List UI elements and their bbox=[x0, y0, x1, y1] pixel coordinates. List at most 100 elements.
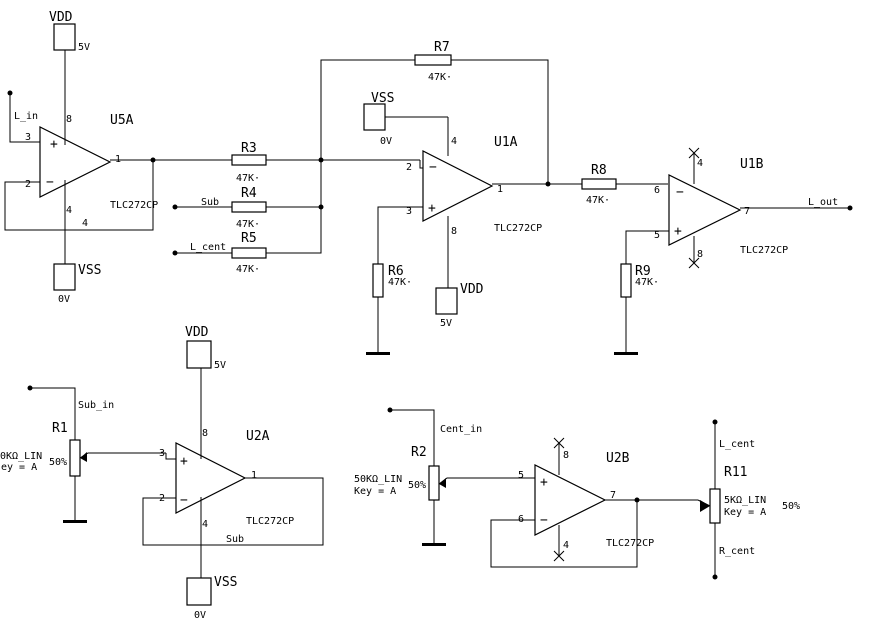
u1a-model: TLC272CP bbox=[494, 223, 542, 234]
u1a-vdd-supply[interactable] bbox=[435, 287, 458, 315]
sub-in-label: Sub_in bbox=[78, 400, 114, 411]
r6-value: 47K· bbox=[388, 277, 412, 288]
u2b-plus: + bbox=[540, 475, 548, 490]
u1a-label: U1A bbox=[494, 135, 518, 150]
vdd-label: VDD bbox=[49, 10, 73, 25]
u5a-label: U5A bbox=[110, 113, 134, 128]
u2a-vss-supply[interactable] bbox=[186, 577, 212, 606]
vdd-label: VDD bbox=[460, 282, 484, 297]
vss-value: 0V bbox=[380, 136, 392, 147]
u1a-pin1: 1 bbox=[497, 184, 503, 195]
no-connect-icon bbox=[688, 147, 700, 159]
u1a-pin8: 8 bbox=[451, 226, 457, 237]
u1b-label: U1B bbox=[740, 157, 764, 172]
cent-in-label: Cent_in bbox=[440, 424, 482, 435]
r9-label: R9 bbox=[635, 264, 651, 279]
r-cent-terminal[interactable] bbox=[712, 574, 718, 580]
u2a-plus: + bbox=[180, 454, 188, 469]
vdd-value: 5V bbox=[440, 318, 452, 329]
vss-label: VSS bbox=[214, 575, 237, 590]
r1-potentiometer[interactable] bbox=[69, 439, 81, 477]
no-connect-icon bbox=[553, 550, 565, 562]
u2a-label: U2A bbox=[246, 429, 270, 444]
vdd-value: 5V bbox=[214, 360, 226, 371]
r2-percent: 50% bbox=[408, 480, 426, 491]
r11-value: 5KΩ_LIN bbox=[724, 495, 766, 506]
u1a-pin4: 4 bbox=[451, 136, 457, 147]
l-out-terminal[interactable] bbox=[847, 205, 853, 211]
vdd-label: VDD bbox=[185, 325, 209, 340]
vss-label: VSS bbox=[78, 263, 101, 278]
u1a-opamp[interactable]: − + U1A TLC272CP 2 3 1 4 8 bbox=[406, 135, 542, 237]
u1b-pin4: 4 bbox=[697, 158, 703, 169]
r1-percent: 50% bbox=[49, 457, 67, 468]
sum-bus-wire bbox=[266, 59, 415, 254]
u2b-opamp[interactable]: + − U2B TLC272CP 5 6 7 8 4 bbox=[518, 450, 654, 551]
junction bbox=[545, 181, 551, 187]
u5a-pin3: 3 bbox=[25, 132, 31, 143]
r3-value: 47K· bbox=[236, 173, 260, 184]
wiper-arrow-icon bbox=[439, 478, 446, 488]
r11-label: R11 bbox=[724, 465, 747, 480]
r1-label: R1 bbox=[52, 421, 68, 436]
r6-label: R6 bbox=[388, 264, 404, 279]
u5a-plus: + bbox=[50, 137, 58, 152]
u2a-vdd-supply[interactable] bbox=[186, 340, 212, 369]
u2b-pin5: 5 bbox=[518, 470, 524, 481]
r1-wiper-wire bbox=[79, 452, 166, 459]
vss-value: 0V bbox=[58, 294, 70, 305]
ground-icon bbox=[422, 543, 446, 546]
u1b-plus-wire bbox=[625, 230, 669, 264]
u5a-triangle bbox=[39, 126, 112, 198]
junction bbox=[318, 157, 324, 163]
r3-label: R3 bbox=[241, 141, 257, 156]
r4-label: R4 bbox=[241, 186, 257, 201]
r8-value: 47K· bbox=[586, 195, 610, 206]
r2-key: Key = A bbox=[354, 486, 396, 497]
u1b-opamp[interactable]: − + U1B TLC272CP 6 5 7 4 8 bbox=[654, 157, 788, 260]
r9-value: 47K· bbox=[635, 277, 659, 288]
vdd-value: 5V bbox=[78, 42, 90, 53]
u2a-plus-wire bbox=[165, 453, 176, 460]
u5a-vss-supply[interactable] bbox=[53, 263, 76, 291]
u2a-opamp[interactable]: + − U2A TLC272CP 3 2 1 8 4 bbox=[159, 428, 294, 530]
r5-label: R5 bbox=[241, 231, 257, 246]
r1-value: 0KΩ_LIN bbox=[0, 451, 42, 462]
r11-potentiometer[interactable] bbox=[709, 488, 721, 524]
u5a-minus: − bbox=[46, 175, 54, 190]
u1a-vss-supply[interactable] bbox=[363, 103, 386, 131]
r5-resistor[interactable] bbox=[231, 247, 267, 259]
u5a-vdd-supply[interactable] bbox=[53, 23, 76, 51]
r4-resistor[interactable] bbox=[231, 201, 267, 213]
u2a-pin4: 4 bbox=[202, 519, 208, 530]
u2a-pin3: 3 bbox=[159, 448, 165, 459]
no-connect-icon bbox=[553, 437, 565, 449]
l-out-label: L_out bbox=[808, 197, 838, 208]
vss-label: VSS bbox=[371, 91, 394, 106]
r8-resistor[interactable] bbox=[581, 178, 617, 190]
u5a-in-plus-wire bbox=[9, 93, 40, 143]
u2b-pin4: 4 bbox=[563, 540, 569, 551]
u2a-pin1: 1 bbox=[251, 470, 257, 481]
u2b-pin8: 8 bbox=[563, 450, 569, 461]
sub-in-wire bbox=[30, 387, 76, 440]
r3-resistor[interactable] bbox=[231, 154, 267, 166]
r7-return-wire bbox=[451, 59, 549, 184]
u1b-minus: − bbox=[676, 185, 684, 200]
u2b-model: TLC272CP bbox=[606, 538, 654, 549]
u2a-model: TLC272CP bbox=[246, 516, 294, 527]
junction bbox=[150, 157, 156, 163]
u2a-pin8: 8 bbox=[202, 428, 208, 439]
u2a-minus: − bbox=[180, 493, 188, 508]
r-cent-label: R_cent bbox=[719, 546, 755, 557]
u1b-pin8: 8 bbox=[697, 249, 703, 260]
u2a-feedback-wire bbox=[142, 477, 324, 546]
ground-icon bbox=[614, 352, 638, 355]
l-in-terminal[interactable] bbox=[7, 90, 13, 96]
u5a-opamp[interactable]: + − U5A TLC272CP 3 2 1 8 4 4 bbox=[25, 113, 158, 229]
r9-resistor[interactable] bbox=[620, 263, 632, 298]
r6-resistor[interactable] bbox=[372, 263, 384, 298]
r2-potentiometer[interactable] bbox=[428, 465, 440, 501]
r7-resistor[interactable] bbox=[414, 54, 452, 66]
